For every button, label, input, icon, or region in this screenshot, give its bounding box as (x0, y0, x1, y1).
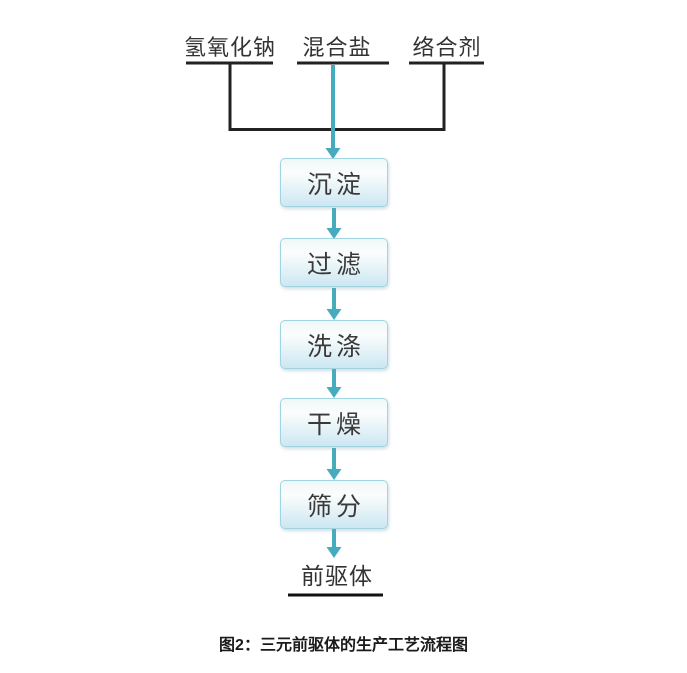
step-box-filtration: 过滤 (280, 238, 388, 287)
step-box-drying: 干燥 (280, 398, 388, 447)
figure-caption: 图2：三元前驱体的生产工艺流程图 (219, 637, 468, 654)
input-label-sodium-hydroxide: 氢氧化钠 (183, 35, 277, 60)
step-label-drying: 干燥 (306, 410, 365, 439)
output-label-precursor: 前驱体 (301, 563, 373, 589)
flow-arrow-head-icon (326, 387, 342, 398)
merge-connector-line (228, 64, 446, 131)
step-box-precipitation: 沉淀 (280, 158, 388, 207)
flow-arrow-head-icon (326, 469, 342, 480)
step-label-filtration: 过滤 (306, 250, 365, 279)
feed-arrow-head-icon (325, 148, 341, 159)
flow-arrow-head-icon (326, 228, 342, 239)
flow-arrow-head-icon (326, 309, 342, 320)
step-box-washing: 洗涤 (280, 320, 388, 369)
step-box-sieving: 筛分 (280, 480, 388, 529)
step-label-washing: 洗涤 (306, 332, 365, 361)
flow-arrow-head-icon (326, 547, 342, 558)
step-label-sieving: 筛分 (306, 492, 365, 521)
input-label-mixed-salt: 混合盐 (302, 35, 372, 60)
step-label-precipitation: 沉淀 (306, 170, 365, 199)
input-label-complexing-agent: 络合剂 (412, 35, 482, 60)
